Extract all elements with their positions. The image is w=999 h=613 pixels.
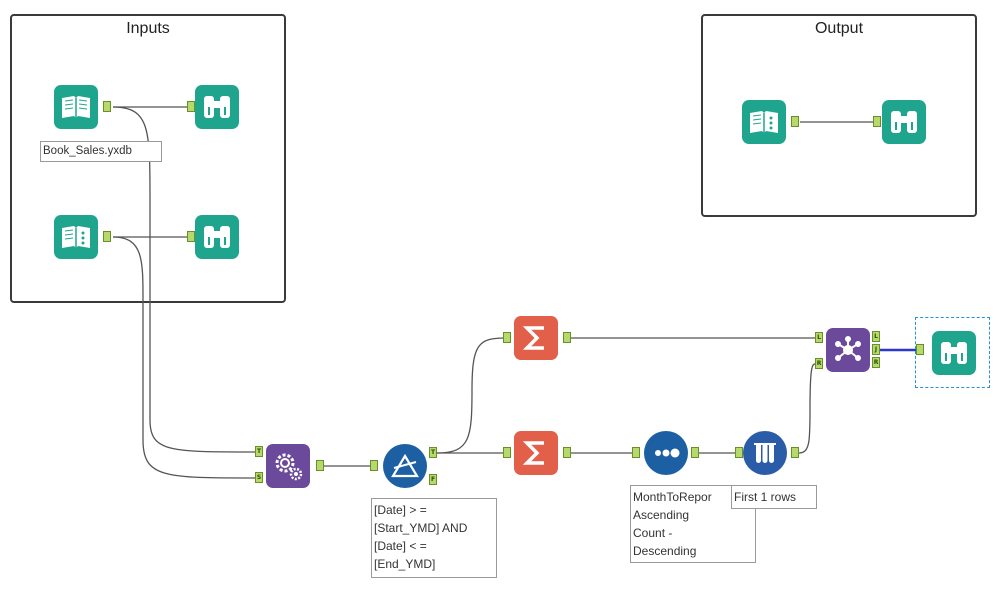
summarize-2-output-anchor[interactable] xyxy=(563,447,571,458)
append-fields-gear-icon xyxy=(275,453,303,481)
summarize-sigma-icon xyxy=(522,441,544,465)
sample-tubes-icon xyxy=(754,443,776,463)
browse-binoculars-icon xyxy=(941,342,967,364)
summarize-tool-2[interactable] xyxy=(514,431,558,475)
sort-dots-icon xyxy=(655,448,680,458)
input-data-book-icon xyxy=(750,111,778,133)
join-right-input-anchor[interactable]: R xyxy=(815,358,823,369)
filter-false-anchor[interactable]: F xyxy=(429,474,437,485)
append-fields-source-anchor[interactable]: S xyxy=(255,472,263,483)
browse-1-input-anchor[interactable] xyxy=(187,101,195,112)
sample-output-anchor[interactable] xyxy=(791,447,799,458)
sort-output-anchor[interactable] xyxy=(691,447,699,458)
input-book-sales-annotation: Book_Sales.yxdb xyxy=(40,141,162,162)
browse-binoculars-icon xyxy=(891,111,917,133)
input-data-book-icon xyxy=(62,226,90,248)
browse-tool-2[interactable] xyxy=(195,215,239,259)
final-browse-input-anchor[interactable] xyxy=(916,344,924,355)
sort-tool[interactable] xyxy=(644,431,688,475)
browse-tool-1[interactable] xyxy=(195,85,239,129)
output-browse-tool[interactable] xyxy=(882,100,926,144)
wire-sample-join xyxy=(798,363,816,454)
browse-binoculars-icon xyxy=(204,226,230,248)
sort-input-anchor[interactable] xyxy=(632,447,640,458)
wire-input1-append xyxy=(112,106,256,453)
browse-2-input-anchor[interactable] xyxy=(187,231,195,242)
append-fields-target-anchor[interactable]: T xyxy=(255,446,263,457)
output-container-title: Output xyxy=(814,20,864,37)
sample-annotation: First 1 rows xyxy=(731,485,817,509)
summarize-1-output-anchor[interactable] xyxy=(563,332,571,343)
join-tool[interactable] xyxy=(826,328,870,372)
wire-input2-append xyxy=(112,236,256,479)
inputs-container-title: Inputs xyxy=(126,20,170,37)
browse-binoculars-icon xyxy=(204,96,230,118)
filter-input-anchor[interactable] xyxy=(370,460,378,471)
join-join-output-anchor[interactable]: J xyxy=(872,344,880,355)
filter-triangle-icon xyxy=(391,453,419,478)
append-fields-tool[interactable] xyxy=(266,444,310,488)
input-2-output-anchor[interactable] xyxy=(103,231,111,242)
join-left-input-anchor[interactable]: L xyxy=(815,332,823,343)
sample-tool[interactable] xyxy=(743,431,787,475)
output-input-data-output-anchor[interactable] xyxy=(791,116,799,127)
sample-input-anchor[interactable] xyxy=(735,447,743,458)
summarize-tool-1[interactable] xyxy=(514,316,558,360)
output-browse-input-anchor[interactable] xyxy=(873,116,881,127)
append-fields-output-anchor[interactable] xyxy=(316,460,324,471)
join-right-output-anchor[interactable]: R xyxy=(872,357,880,368)
join-left-output-anchor[interactable]: L xyxy=(872,331,880,342)
input-book-sales-output-anchor[interactable] xyxy=(103,101,111,112)
input-data-tool-2[interactable] xyxy=(54,215,98,259)
output-input-data-tool[interactable] xyxy=(742,100,786,144)
summarize-1-input-anchor[interactable] xyxy=(503,332,511,343)
summarize-sigma-icon xyxy=(522,326,544,350)
final-browse-selection xyxy=(915,317,990,388)
summarize-2-input-anchor[interactable] xyxy=(503,447,511,458)
wire-filter-summarize1 xyxy=(436,337,506,454)
input-data-tool-book-sales[interactable] xyxy=(54,85,98,129)
filter-tool[interactable] xyxy=(383,444,427,488)
filter-annotation: [Date] > = [Start_YMD] AND [Date] < = [E… xyxy=(371,498,497,578)
input-data-book-icon xyxy=(62,96,90,118)
join-nodes-icon xyxy=(835,336,861,361)
filter-true-anchor[interactable]: T xyxy=(429,447,437,458)
final-browse-tool[interactable] xyxy=(932,331,976,375)
